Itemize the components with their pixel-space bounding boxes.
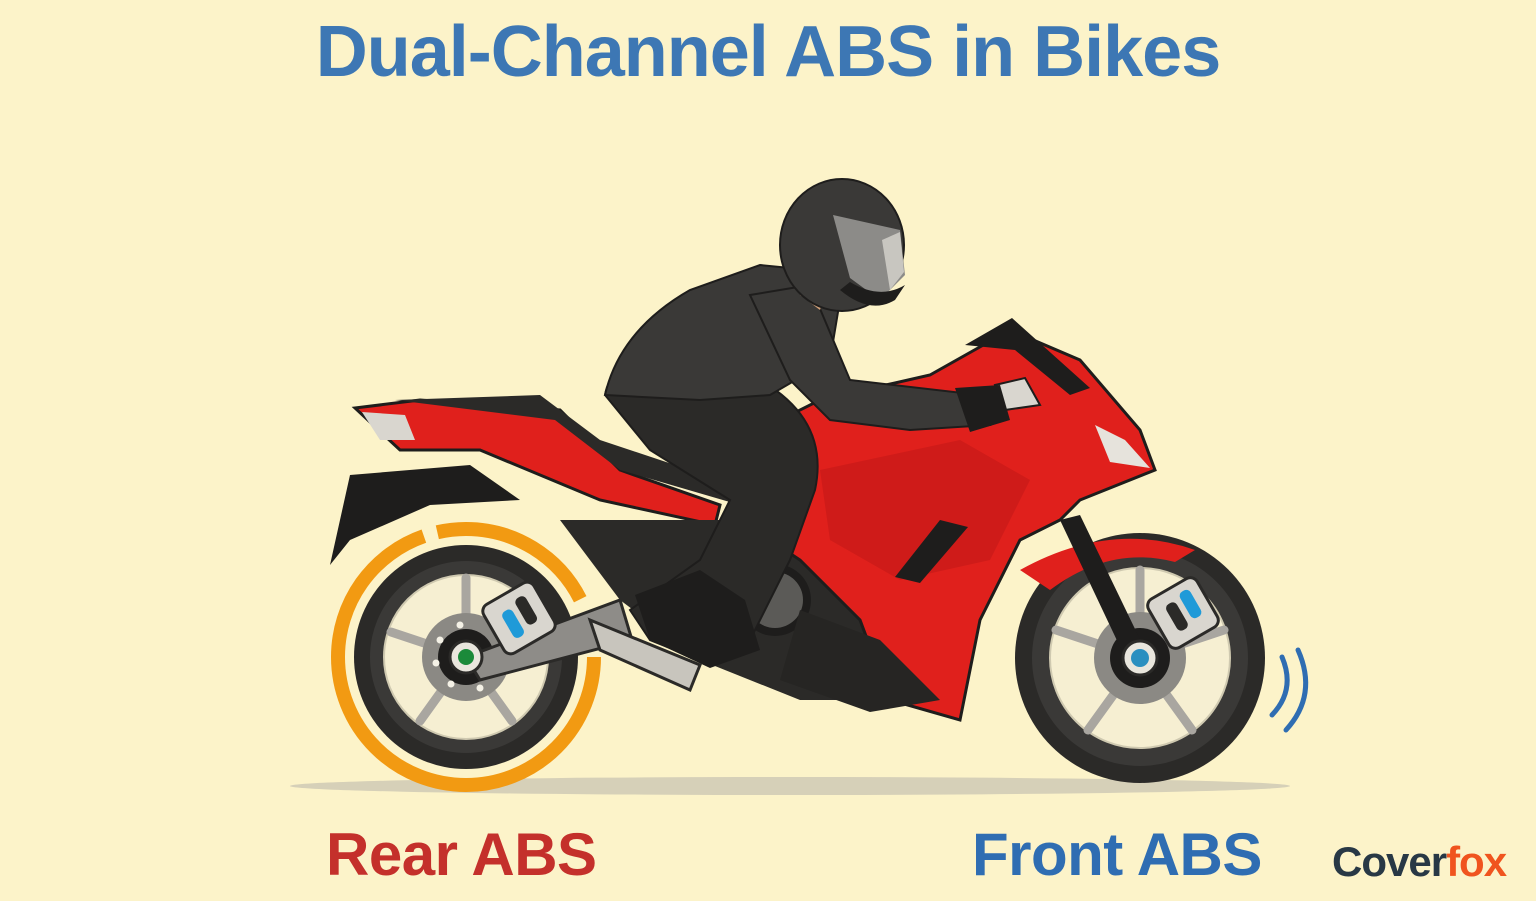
- page-title: Dual-Channel ABS in Bikes: [315, 12, 1222, 92]
- rear-abs-label: Rear ABS: [326, 821, 597, 888]
- ground-shadow: [290, 777, 1290, 795]
- logo-text-cover: Cover: [1332, 838, 1447, 885]
- front-abs-signal-waves-icon: [1269, 647, 1309, 733]
- rear-abs-highlight-ring: [331, 522, 601, 792]
- front-wheel: [1015, 515, 1309, 783]
- logo-text-fox: fox: [1446, 838, 1507, 885]
- rear-wheel: [331, 522, 634, 792]
- rear-abs-sensor: [481, 580, 557, 656]
- motorcycle-body: [330, 318, 1157, 722]
- rear-hub-indicator: [458, 649, 474, 665]
- front-hub-indicator: [1131, 649, 1149, 667]
- front-abs-label: Front ABS: [972, 821, 1262, 888]
- coverfox-logo: Coverfox: [1332, 838, 1507, 886]
- helmet-icon: [779, 178, 905, 312]
- rider: [603, 178, 1010, 668]
- front-abs-sensor: [1146, 576, 1220, 650]
